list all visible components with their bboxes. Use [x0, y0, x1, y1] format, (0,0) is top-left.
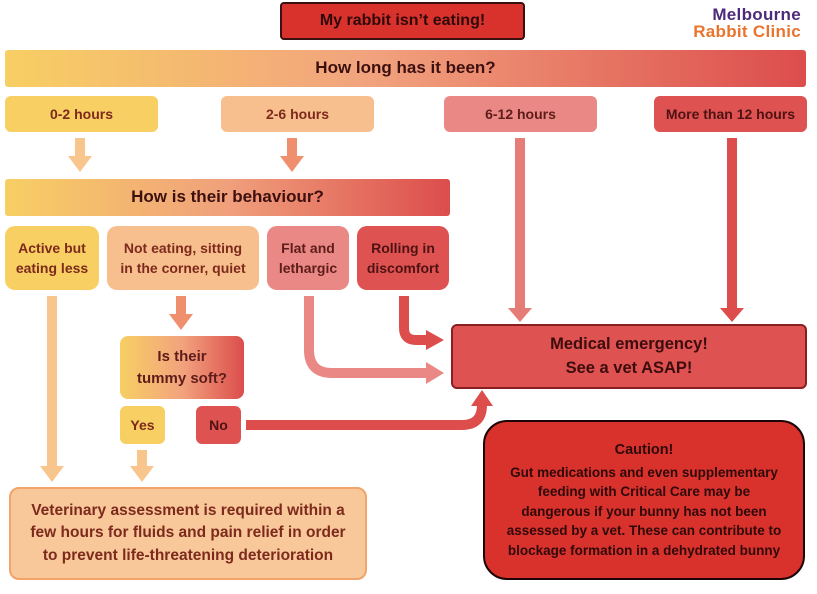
behaviour-quiet-line2: in the corner, quiet: [120, 260, 246, 276]
caution-title: Caution!: [614, 441, 674, 458]
tummy-line1: Is their: [157, 347, 207, 365]
clinic-logo: Melbourne Rabbit Clinic: [693, 6, 801, 40]
logo-line2: Rabbit Clinic: [693, 22, 801, 41]
yes-label: Yes: [130, 416, 155, 433]
arrow-12plus-to-emergency: [720, 138, 744, 322]
vet-line3: to prevent life-threatening deterioratio…: [42, 546, 334, 564]
medical-emergency-box: Medical emergency! See a vet ASAP!: [451, 324, 807, 389]
caution-line1: Gut medications and even supplementary: [510, 464, 778, 480]
arrow-6-12-to-emergency: [508, 138, 532, 322]
tummy-line2: tummy soft?: [137, 369, 227, 387]
behaviour-active-line1: Active but: [18, 239, 86, 256]
caution-line5: blockage formation in a dehydrated bunny: [507, 542, 781, 558]
caution-box: Caution! Gut medications and even supple…: [483, 420, 805, 580]
arrow-flat-to-emergency: [304, 296, 444, 384]
duration-2-6-hours: 2-6 hours: [221, 96, 374, 132]
behaviour-flat-lethargic: Flat and lethargic: [267, 226, 349, 290]
duration-12plus-label: More than 12 hours: [665, 105, 796, 122]
emergency-line1: Medical emergency!: [550, 334, 708, 353]
duration-0-2-hours: 0-2 hours: [5, 96, 158, 132]
behaviour-flat-line1: Flat and: [281, 239, 335, 256]
behaviour-active-line2: eating less: [15, 260, 89, 276]
tummy-soft-question: Is their tummy soft?: [120, 336, 244, 399]
logo-line1: Melbourne: [712, 5, 801, 24]
arrow-active-to-vet: [40, 296, 64, 482]
arrow-yes-to-vet: [130, 450, 154, 482]
arrow-rolling-to-emergency: [399, 296, 444, 350]
behaviour-question-text: How is their behaviour?: [131, 187, 324, 207]
duration-2-6-label: 2-6 hours: [265, 105, 329, 122]
no-label: No: [209, 416, 228, 433]
arrow-quiet-to-tummy: [169, 296, 193, 330]
duration-0-2-label: 0-2 hours: [49, 105, 113, 122]
behaviour-active-eating-less: Active but eating less: [5, 226, 99, 290]
yes-box: Yes: [120, 406, 165, 444]
arrow-2-6-to-behaviour: [280, 138, 304, 172]
emergency-line2: See a vet ASAP!: [565, 358, 693, 377]
duration-6-12-hours: 6-12 hours: [444, 96, 597, 132]
page-title: My rabbit isn’t eating!: [280, 2, 525, 40]
duration-question-bar: How long has it been?: [5, 50, 806, 87]
caution-line3: dangerous if your bunny has not been: [521, 503, 767, 519]
behaviour-rolling-line2: discomfort: [366, 260, 440, 276]
behaviour-not-eating-quiet: Not eating, sitting in the corner, quiet: [107, 226, 259, 290]
behaviour-question-bar: How is their behaviour?: [5, 179, 450, 216]
behaviour-quiet-line1: Not eating, sitting: [123, 239, 243, 256]
caution-line2: feeding with Critical Care may be: [537, 484, 751, 500]
page-title-text: My rabbit isn’t eating!: [319, 12, 486, 30]
vet-line1: Veterinary assessment is required within…: [31, 501, 345, 519]
vet-assessment-box: Veterinary assessment is required within…: [9, 487, 367, 580]
vet-line2: few hours for fluids and pain relief in …: [30, 524, 346, 542]
duration-more-than-12-hours: More than 12 hours: [654, 96, 807, 132]
behaviour-rolling-line1: Rolling in: [371, 239, 435, 256]
duration-6-12-label: 6-12 hours: [485, 105, 556, 122]
arrow-0-2-to-behaviour: [68, 138, 92, 172]
behaviour-rolling-discomfort: Rolling in discomfort: [357, 226, 449, 290]
caution-line4: assessed by a vet. These can contribute …: [506, 523, 782, 539]
duration-question-text: How long has it been?: [315, 58, 496, 78]
no-box: No: [196, 406, 241, 444]
behaviour-flat-line2: lethargic: [278, 260, 338, 276]
arrow-no-to-emergency: [246, 390, 493, 430]
